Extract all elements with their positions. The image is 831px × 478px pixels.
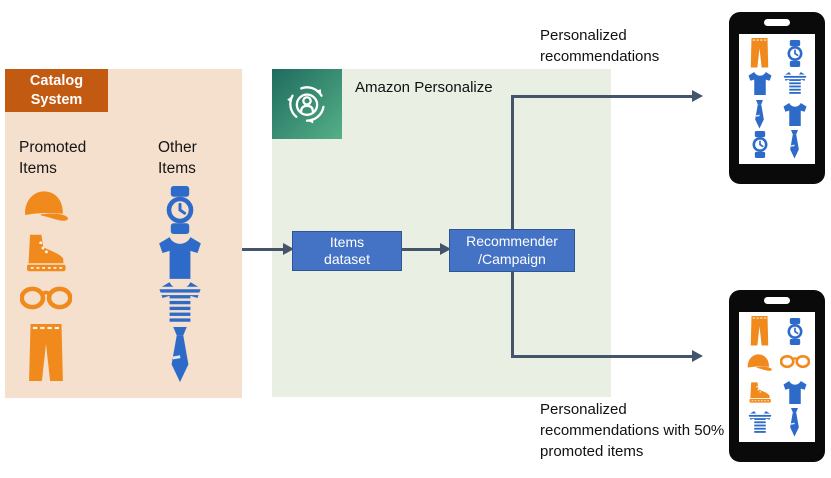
tie-icon <box>753 100 766 129</box>
cap-icon <box>22 189 70 221</box>
watch-icon <box>787 40 803 67</box>
arrowhead-icon <box>283 243 294 255</box>
personalized-recommendations-label: Personalized recommendations <box>540 27 660 65</box>
striped-tshirt-icon <box>781 72 809 95</box>
phone-speaker <box>764 297 790 304</box>
glasses-icon <box>20 285 72 311</box>
glasses-icon <box>780 354 810 369</box>
other-items-column <box>150 186 210 383</box>
phone-top-screen <box>739 34 815 164</box>
arrow-recommender-to-phone-bottom <box>511 355 693 358</box>
boot-icon <box>23 234 69 272</box>
striped-tshirt-icon <box>746 411 774 434</box>
tshirt-icon <box>781 103 809 126</box>
tie-icon <box>788 130 801 159</box>
promoted-items-title: Promoted Items <box>19 139 87 177</box>
other-items-title: Other Items <box>158 139 197 177</box>
amazon-personalize-label: Amazon Personalize <box>355 79 493 96</box>
arrowhead-icon <box>440 243 451 255</box>
watch-icon <box>752 131 768 158</box>
phone-top <box>729 12 825 184</box>
arrow-items-dataset-to-recommender <box>402 248 444 251</box>
pants-icon <box>750 38 769 68</box>
tshirt-icon <box>746 72 774 95</box>
phone-speaker <box>764 19 790 26</box>
phone-bottom-screen <box>739 312 815 442</box>
connector-recommender-vertical <box>511 95 514 358</box>
items-dataset-node: Items dataset <box>292 231 402 271</box>
amazon-personalize-icon <box>272 69 342 139</box>
tshirt-icon <box>155 237 205 279</box>
arrowhead-icon <box>692 90 703 102</box>
tshirt-icon <box>781 381 809 404</box>
arrow-recommender-to-phone-top <box>511 95 693 98</box>
promoted-recommendations-label: Personalized recommendations with 50% pr… <box>540 401 725 460</box>
arrow-catalog-to-items-dataset <box>242 248 284 251</box>
cap-icon <box>746 353 773 371</box>
striped-tshirt-icon <box>155 282 205 324</box>
arrowhead-icon <box>692 350 703 362</box>
pants-icon <box>28 324 64 382</box>
catalog-system-header-label: Catalog System <box>29 73 84 108</box>
phone-bottom <box>729 290 825 462</box>
catalog-system-header: Catalog System <box>5 69 108 112</box>
tie-icon <box>168 327 192 383</box>
tie-icon <box>788 408 801 437</box>
watch-icon <box>787 318 803 345</box>
recommender-campaign-node: Recommender /Campaign <box>449 229 575 272</box>
pants-icon <box>750 316 769 346</box>
promoted-items-column <box>14 189 78 382</box>
items-dataset-label: Items dataset <box>324 233 370 268</box>
boot-icon <box>747 382 773 403</box>
watch-icon <box>166 186 194 234</box>
recommender-campaign-label: Recommender /Campaign <box>466 233 558 267</box>
